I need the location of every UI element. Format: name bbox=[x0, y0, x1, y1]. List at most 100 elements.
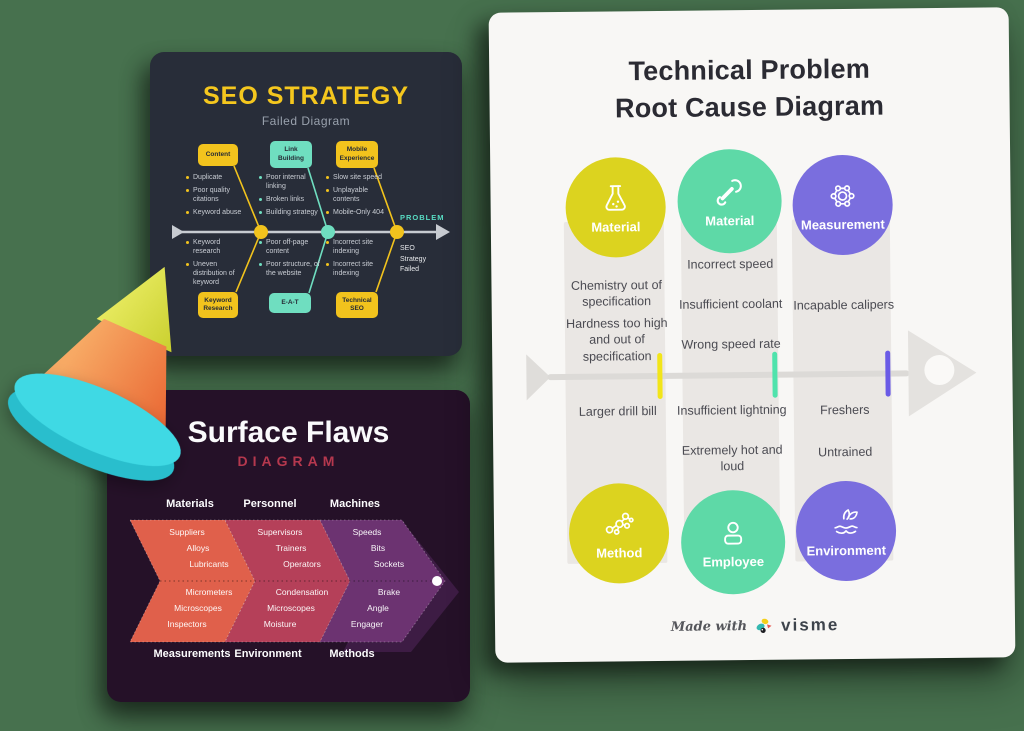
seo-cause-text: Incorrect site indexing bbox=[333, 239, 374, 256]
seo-cause-text: Mobile-Only 404 bbox=[333, 209, 384, 217]
person-icon bbox=[724, 521, 743, 545]
surface-flaws-card: Surface Flaws DIAGRAM Materials Personne… bbox=[107, 390, 470, 702]
bullet-dot-icon bbox=[326, 189, 329, 193]
branch-circle-environment: Environment bbox=[795, 480, 897, 582]
branch-label: Measurement bbox=[800, 216, 885, 232]
bullet-dot-icon bbox=[259, 211, 262, 215]
tick-purple bbox=[885, 350, 891, 397]
tick-yellow bbox=[657, 352, 663, 399]
surface-item-text: Bits bbox=[370, 543, 386, 553]
seo-cause-item: Incorrect site indexing bbox=[326, 238, 388, 256]
surface-card-title: Surface Flaws bbox=[187, 416, 390, 449]
flask-icon bbox=[605, 184, 626, 211]
surface-item-text: Inspectors bbox=[167, 619, 207, 629]
cause-item-text: Insufficient lightning bbox=[676, 402, 787, 418]
branch-node-dot bbox=[254, 225, 268, 239]
seo-cause-item: Duplicate bbox=[186, 173, 248, 182]
bullet-dot-icon bbox=[326, 211, 329, 215]
bullet-dot-icon bbox=[186, 211, 189, 215]
seo-category-box: Mobile Experience bbox=[336, 141, 378, 168]
bullet-dot-icon bbox=[259, 263, 262, 267]
tick-teal bbox=[772, 351, 778, 398]
seo-category-box: Link Building bbox=[270, 141, 312, 168]
surface-item-text: Brake bbox=[377, 587, 401, 597]
surface-item-text: Moisture bbox=[263, 619, 297, 629]
bullet-dot-icon bbox=[259, 198, 262, 202]
cause-item-text: Hardness too high and out of specificati… bbox=[566, 315, 668, 364]
bullet-dot-icon bbox=[326, 176, 329, 179]
seo-category-box: Keyword Research bbox=[198, 292, 238, 318]
segment-label-top: Machines bbox=[329, 498, 381, 510]
cause-item-text: Extremely hot and loud bbox=[681, 442, 783, 474]
cause-item-text: Incorrect speed bbox=[687, 256, 774, 272]
bullet-dot-icon bbox=[259, 241, 262, 244]
branch-node-dot bbox=[390, 225, 404, 239]
molecule-icon bbox=[830, 184, 855, 207]
bullet-dot-icon bbox=[326, 263, 329, 267]
surface-item-text: Suppliers bbox=[169, 527, 205, 537]
chevron-arrow-diagram bbox=[129, 519, 459, 652]
seo-cause-text: Poor off-page content bbox=[266, 239, 309, 256]
seo-cause-item: Unplayable contents bbox=[326, 186, 388, 204]
branch-label: Method bbox=[596, 544, 643, 561]
fish-eye bbox=[924, 355, 955, 386]
branch-circle-measurement: Measurement bbox=[792, 154, 894, 256]
seo-card-subtitle: Failed Diagram bbox=[261, 114, 351, 128]
seo-cause-text: Slow site speed bbox=[333, 174, 383, 181]
segment-label-top: Personnel bbox=[243, 498, 297, 510]
seo-cause-item: Slow site speed bbox=[326, 173, 388, 182]
branch-circle-employee: Employee bbox=[680, 489, 786, 595]
bullet-dot-icon bbox=[186, 189, 189, 193]
segment-label-bottom: Methods bbox=[329, 648, 375, 660]
seo-cause-item: Poor off-page content bbox=[259, 238, 321, 256]
branch-label: Employee bbox=[702, 553, 765, 570]
spine-end-arrow-icon bbox=[436, 224, 450, 240]
cause-item-text: Chemistry out of specification bbox=[570, 277, 663, 310]
bullet-dot-icon bbox=[186, 263, 189, 267]
seo-category-box: Technical SEO bbox=[336, 292, 378, 318]
branch-circle-material-2: Material bbox=[677, 148, 783, 254]
branch-node-dot bbox=[321, 225, 335, 239]
seo-cause-item: Keyword abuse bbox=[186, 208, 248, 217]
cause-item-text: Freshers bbox=[820, 402, 870, 418]
seo-category-box: E-A-T bbox=[269, 293, 311, 313]
seo-cause-text: Broken links bbox=[266, 196, 305, 204]
spine-start-arrow-icon bbox=[172, 225, 184, 239]
seo-cause-text: Duplicate bbox=[193, 174, 223, 181]
seo-cause-item: Keyword research bbox=[186, 238, 248, 256]
chevron-segment-machines bbox=[319, 519, 446, 643]
atom-chain-icon bbox=[605, 512, 634, 535]
segment-label-bottom: Environment bbox=[234, 648, 302, 660]
surface-item-text: Lubricants bbox=[189, 559, 229, 569]
branch-circle-material-1: Material bbox=[565, 156, 667, 258]
seo-cause-item: Poor structure, of the website bbox=[259, 260, 321, 278]
seo-cause-item: Incorrect site indexing bbox=[326, 260, 388, 278]
surface-item-text: Micrometers bbox=[185, 587, 233, 597]
eco-hands-icon bbox=[834, 508, 858, 534]
seo-cause-item: Building strategy bbox=[259, 208, 321, 217]
bullet-dot-icon bbox=[186, 241, 189, 244]
surface-item-text: Speeds bbox=[352, 527, 382, 537]
cause-item-text: Insufficient coolant bbox=[678, 296, 783, 312]
cause-item-text: Wrong speed rate bbox=[681, 336, 781, 352]
seo-cause-item: Poor internal linking bbox=[259, 173, 321, 191]
surface-item-text: Operators bbox=[283, 559, 321, 569]
arrow-tip-dot bbox=[432, 576, 442, 586]
seo-effect-text: SEO Strategy Failed bbox=[400, 245, 427, 273]
root-cause-card: Technical Problem Root Cause Diagram Mat… bbox=[488, 7, 1016, 663]
seo-cause-item: Mobile-Only 404 bbox=[326, 208, 388, 217]
cause-item-text: Larger drill bill bbox=[578, 404, 657, 419]
seo-category-box: Content bbox=[198, 144, 238, 166]
seo-cause-text: Poor internal linking bbox=[266, 174, 306, 191]
wrench-icon bbox=[716, 178, 742, 206]
seo-cause-item: Uneven distribution of keyword bbox=[186, 260, 248, 287]
cause-item-text: Untrained bbox=[818, 444, 873, 460]
surface-item-text: Microscopes bbox=[174, 603, 222, 613]
